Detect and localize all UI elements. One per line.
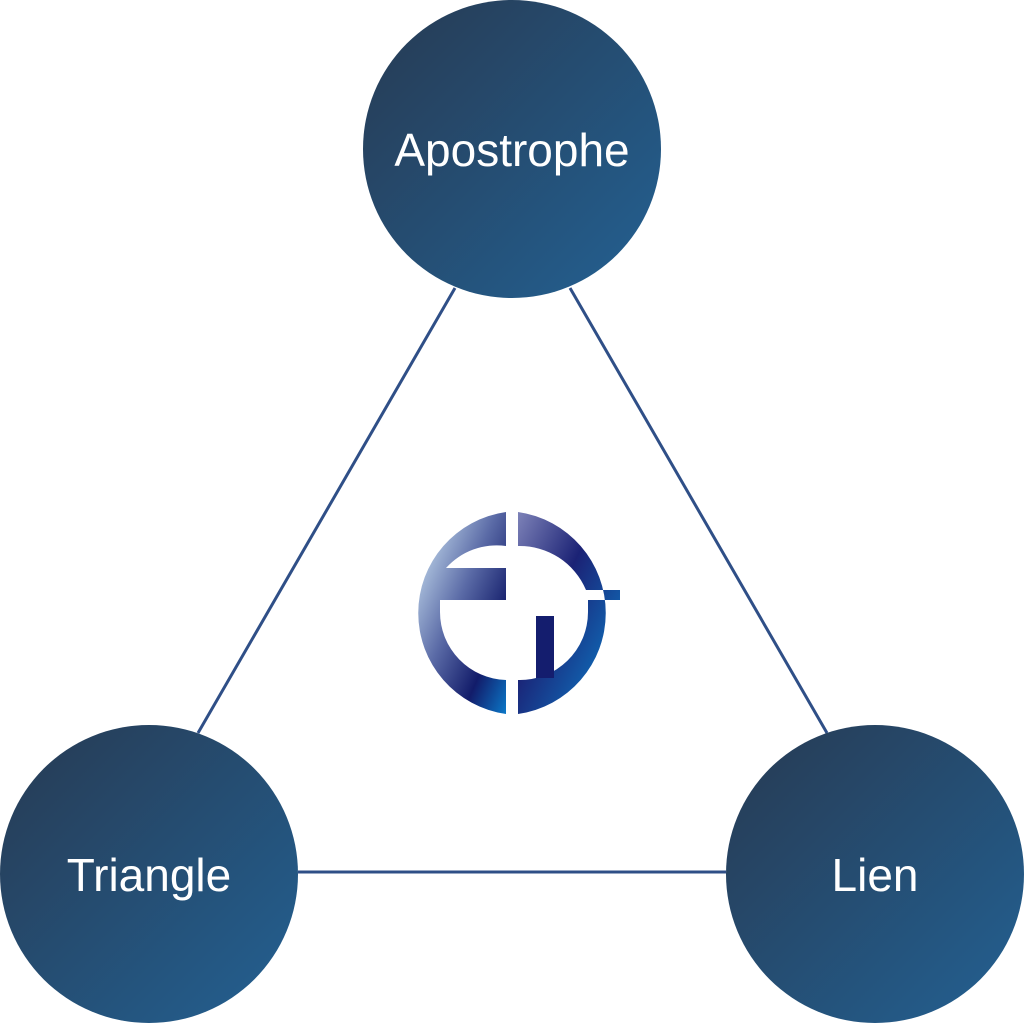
- ad-logo-icon: [418, 512, 620, 714]
- node-apostrophe-circle: [363, 0, 661, 298]
- edge-apostrophe-triangle: [196, 287, 457, 734]
- edges: [196, 287, 829, 874]
- edge-apostrophe-lien: [568, 287, 829, 734]
- node-triangle-circle: [0, 725, 298, 1023]
- logo-d-shape: [518, 512, 620, 714]
- node-apostrophe-label: Apostrophe: [394, 124, 629, 176]
- node-apostrophe[interactable]: Apostrophe: [363, 0, 661, 298]
- logo-d-stem: [536, 616, 554, 678]
- node-lien-circle: [726, 725, 1024, 1023]
- node-lien-label: Lien: [832, 849, 919, 901]
- node-triangle[interactable]: Triangle: [0, 725, 298, 1023]
- logo-a-shape: [418, 512, 506, 714]
- node-triangle-label: Triangle: [67, 849, 231, 901]
- node-lien[interactable]: Lien: [726, 725, 1024, 1023]
